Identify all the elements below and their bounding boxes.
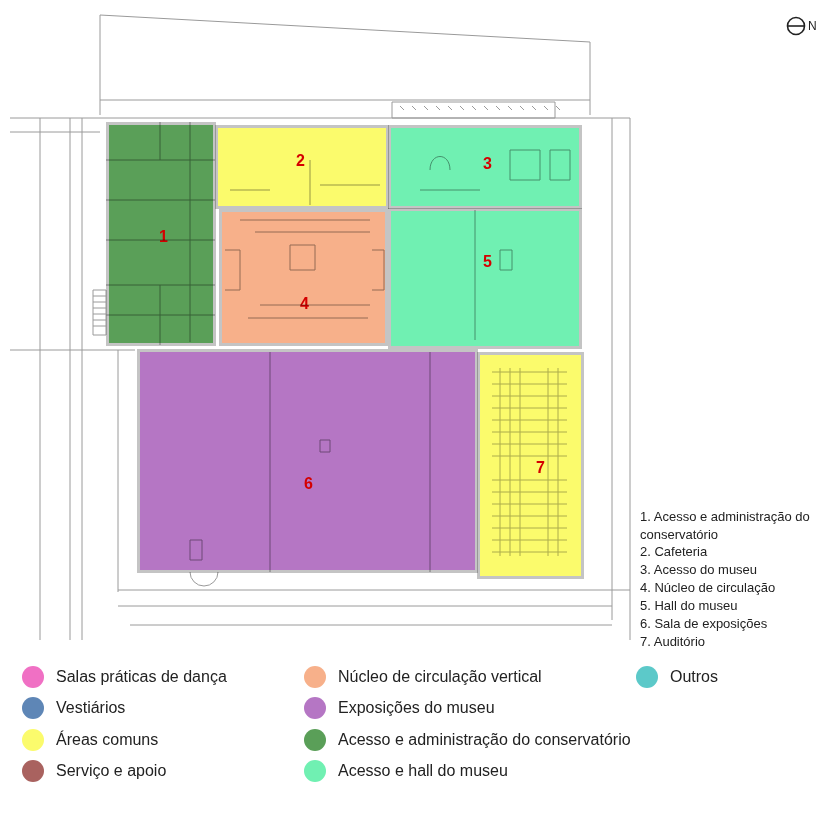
- zone-number: 4: [300, 296, 309, 312]
- legend-text: Vestiários: [56, 699, 125, 717]
- plan-zone: 7: [477, 352, 584, 579]
- legend-item: Outros: [636, 666, 718, 688]
- plan-zone: 5: [388, 208, 582, 349]
- legend-text: Outros: [670, 668, 718, 686]
- legend-swatch: [636, 666, 658, 688]
- legend-text: Acesso e administração do conservatório: [338, 731, 631, 749]
- legend-text: Serviço e apoio: [56, 762, 166, 780]
- legend-text: Acesso e hall do museu: [338, 762, 508, 780]
- legend-swatch: [22, 697, 44, 719]
- zone-key: 4. Núcleo de circulação: [640, 579, 826, 597]
- plan-zone: 6: [137, 349, 478, 573]
- legend-text: Áreas comuns: [56, 731, 158, 749]
- legend-swatch: [22, 760, 44, 782]
- zone-key: 1. Acesso e administração do conservatór…: [640, 508, 826, 543]
- legend-swatch: [22, 666, 44, 688]
- legend-swatch: [304, 697, 326, 719]
- legend-swatch: [304, 729, 326, 751]
- zone-number: 2: [296, 153, 305, 169]
- zone-key: 7. Auditório: [640, 633, 826, 651]
- legend-text: Núcleo de circulação vertical: [338, 668, 542, 686]
- legend-swatch: [304, 666, 326, 688]
- north-label: N: [808, 18, 828, 34]
- zone-number: 7: [536, 460, 545, 476]
- legend-item: Núcleo de circulação vertical: [304, 666, 542, 688]
- legend-swatch: [22, 729, 44, 751]
- legend-item: Exposições do museu: [304, 697, 495, 719]
- legend-text: Salas práticas de dança: [56, 668, 227, 686]
- plan-zone: 3: [388, 125, 582, 209]
- legend-item: Serviço e apoio: [22, 760, 166, 782]
- legend-item: Salas práticas de dança: [22, 666, 227, 688]
- zone-number: 3: [483, 156, 492, 172]
- zone-number: 6: [304, 476, 313, 492]
- legend-swatch: [304, 760, 326, 782]
- plan-zone: 1: [106, 122, 216, 346]
- legend-item: Acesso e hall do museu: [304, 760, 508, 782]
- zone-number: 5: [483, 254, 492, 270]
- legend-item: Acesso e administração do conservatório: [304, 729, 631, 751]
- zone-key: 3. Acesso do museu: [640, 561, 826, 579]
- zone-key: 6. Sala de exposições: [640, 615, 826, 633]
- zone-key: 5. Hall do museu: [640, 597, 826, 615]
- legend-item: Vestiários: [22, 697, 125, 719]
- plan-zone: 2: [215, 125, 389, 209]
- legend-text: Exposições do museu: [338, 699, 495, 717]
- plan-zone: 4: [219, 209, 388, 346]
- zone-number: 1: [159, 229, 168, 245]
- legend-item: Áreas comuns: [22, 729, 158, 751]
- zone-key: 2. Cafeteria: [640, 543, 826, 561]
